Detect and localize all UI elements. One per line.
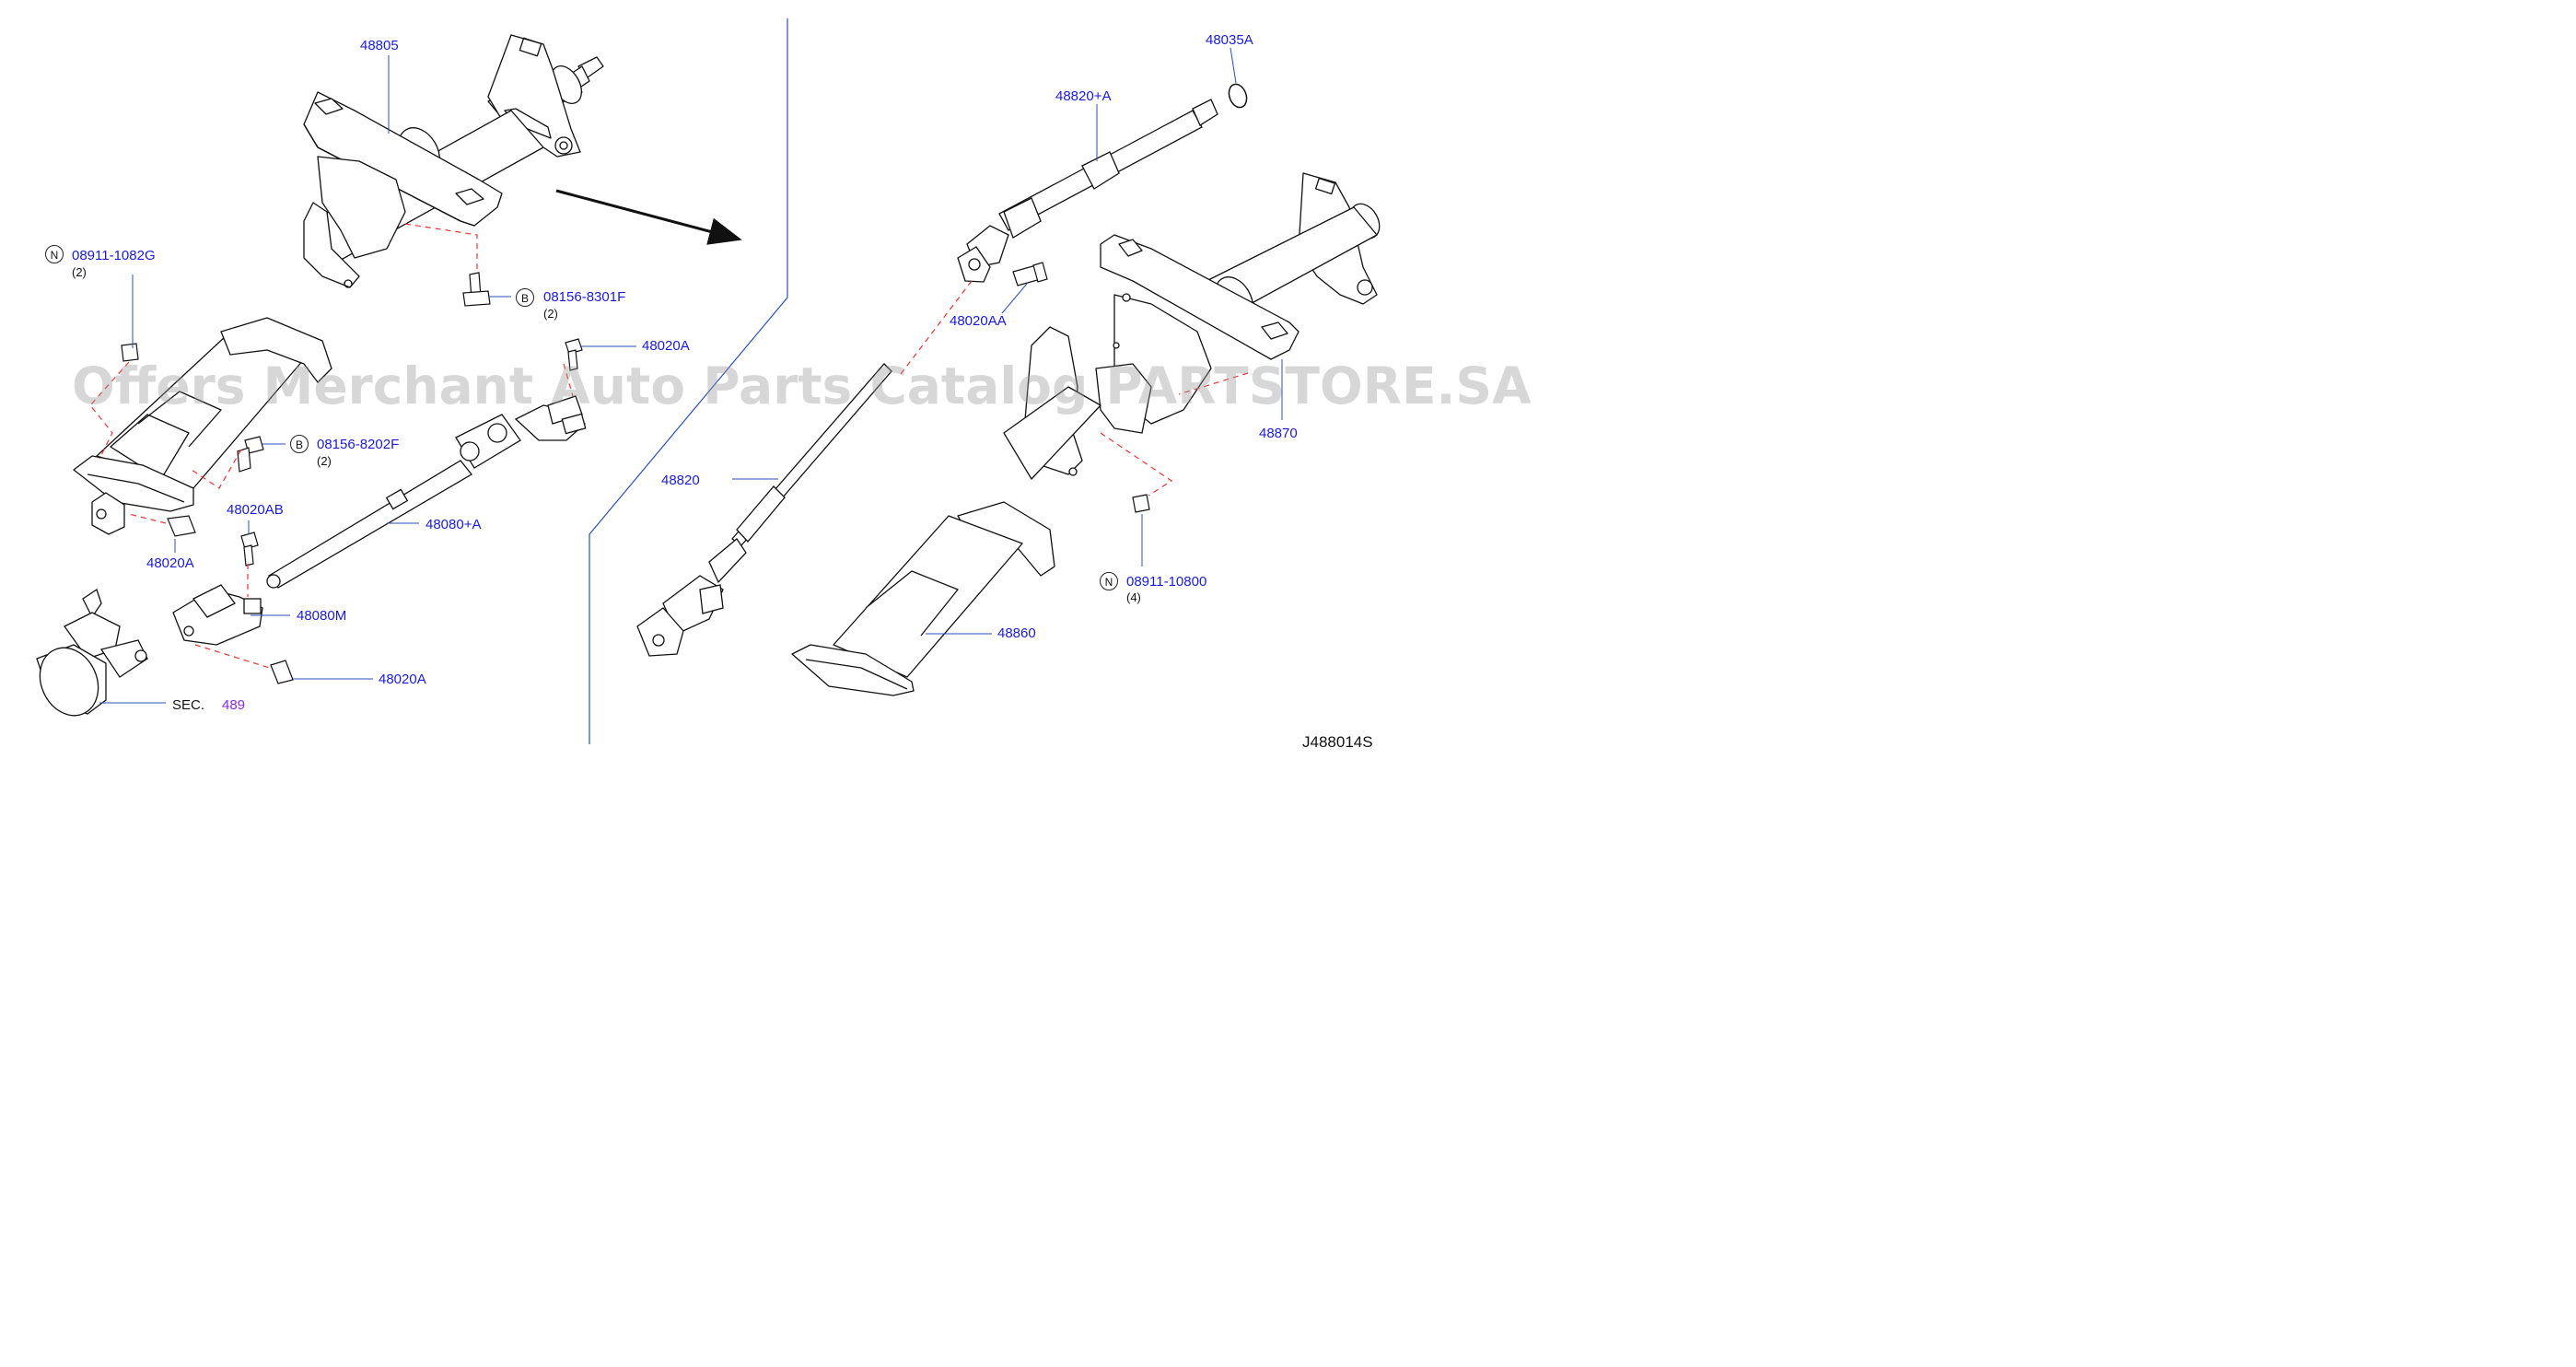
- label-08911-1082g[interactable]: 08911-1082G: [72, 248, 156, 263]
- marker-n-circle: N: [45, 245, 64, 263]
- qty-08911-1082g: (2): [72, 265, 87, 279]
- qty-08156-8202f: (2): [317, 454, 332, 468]
- assembly-guide-lines: [89, 223, 1249, 670]
- label-48035a[interactable]: 48035A: [1206, 32, 1253, 48]
- label-48870[interactable]: 48870: [1259, 426, 1298, 441]
- label-08156-8301f[interactable]: 08156-8301F: [543, 289, 626, 305]
- marker-b-circle: B: [516, 288, 534, 307]
- marker-n-circle: N: [1100, 572, 1118, 590]
- link-sec-489[interactable]: 489: [222, 697, 246, 713]
- diagram-drawing: [36, 18, 1381, 744]
- section-divider: [589, 18, 788, 744]
- steering-column-assembly-left: [73, 34, 604, 535]
- o-ring-48035a: [1228, 83, 1248, 109]
- intermediate-shaft-left: [266, 414, 521, 589]
- label-48020a-top[interactable]: 48020A: [642, 338, 690, 354]
- qty-08156-8301f: (2): [543, 307, 558, 321]
- universal-joint-upper-left: [514, 395, 587, 441]
- label-48860[interactable]: 48860: [997, 625, 1036, 641]
- fasteners-left: [121, 272, 583, 684]
- fasteners-right: [1012, 262, 1150, 513]
- shaft-48820: [636, 363, 892, 657]
- label-48080a[interactable]: 48080+A: [425, 517, 482, 532]
- label-48020ab[interactable]: 48020AB: [227, 502, 284, 518]
- shaft-48820a: [957, 99, 1218, 283]
- label-48820[interactable]: 48820: [661, 473, 700, 488]
- label-48080m[interactable]: 48080M: [297, 608, 347, 624]
- steering-column-assembly-right: [791, 172, 1381, 696]
- watermark-text: Offers Merchant Auto Parts Catalog PARTS…: [72, 356, 1532, 415]
- marker-b-circle: B: [290, 435, 309, 453]
- label-sec: SEC.: [172, 697, 205, 713]
- parts-diagram: 48805 48035A 48820+A N 08911-1082G (2) B…: [0, 0, 1532, 766]
- label-48805[interactable]: 48805: [360, 38, 399, 53]
- qty-08911-10800: (4): [1126, 590, 1141, 604]
- label-08156-8202f[interactable]: 08156-8202F: [317, 437, 400, 452]
- label-08911-10800[interactable]: 08911-10800: [1126, 574, 1207, 590]
- universal-joint-48080m: [172, 584, 263, 646]
- label-48820a[interactable]: 48820+A: [1055, 88, 1112, 104]
- diagram-code: J488014S: [1302, 733, 1373, 751]
- direction-arrow: [555, 189, 742, 245]
- sec-489-assembly: [36, 588, 148, 717]
- label-48020aa[interactable]: 48020AA: [950, 313, 1007, 329]
- label-48020a-bottom[interactable]: 48020A: [379, 672, 426, 687]
- label-48020a-left[interactable]: 48020A: [146, 555, 194, 571]
- leader-lines: [99, 47, 1283, 704]
